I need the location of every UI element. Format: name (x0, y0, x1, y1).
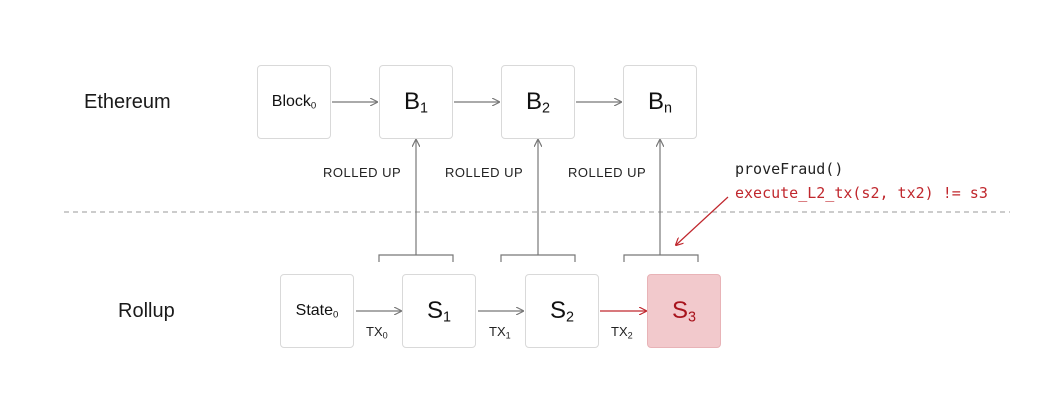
rollup-state-1: S1 (402, 274, 476, 348)
rollup-bracket-3 (623, 140, 699, 262)
rollup-state-2: S2 (525, 274, 599, 348)
ethereum-block-1: B1 (379, 65, 453, 139)
rollup-bracket-2 (500, 140, 576, 262)
state-label: S2 (549, 296, 575, 326)
rolled-up-label-1: ROLLED UP (323, 165, 402, 180)
rollup-layer-label: Rollup (118, 300, 175, 322)
block-label: Bn (647, 87, 673, 117)
block-label: B2 (525, 87, 551, 117)
prove-fraud-call: proveFraud() (735, 160, 844, 178)
block-label: B1 (403, 87, 429, 117)
rollup-state-0: State0 (280, 274, 354, 348)
ethereum-block-0: Block0 (257, 65, 331, 139)
block-label: Block0 (271, 92, 317, 112)
tx-label-1: TX1 (489, 324, 511, 341)
fraud-proof-arrow (676, 196, 729, 245)
state-label: S3 (671, 296, 697, 326)
state-label: State0 (295, 301, 339, 321)
state-label: S1 (426, 296, 452, 326)
tx-label-0: TX0 (366, 324, 388, 341)
ethereum-block-n: Bn (623, 65, 697, 139)
tx-label-2: TX2 (611, 324, 633, 341)
ethereum-block-2: B2 (501, 65, 575, 139)
rollup-bracket-1 (378, 140, 454, 262)
rolled-up-label-3: ROLLED UP (568, 165, 647, 180)
rollup-state-3-fraudulent: S3 (647, 274, 721, 348)
rolled-up-label-2: ROLLED UP (445, 165, 524, 180)
fraud-condition: execute_L2_tx(s2, tx2) != s3 (735, 184, 988, 202)
ethereum-layer-label: Ethereum (84, 91, 171, 113)
